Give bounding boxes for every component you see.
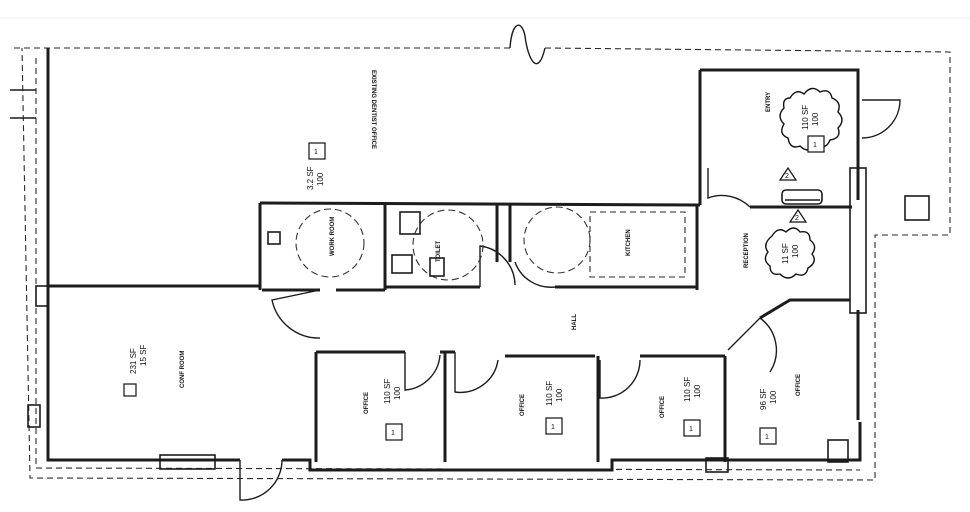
room-entry: ENTRY 110 SF 100 1 2: [766, 92, 825, 180]
room-office-3: OFFICE 110 SF 100 1: [660, 377, 702, 437]
room-hall: HALL: [572, 314, 578, 330]
fixtures: [267, 189, 930, 281]
office-4-tag: 1: [765, 434, 769, 441]
exterior-walls: [27, 48, 867, 473]
door-swings: [239, 99, 901, 501]
office-2-tag: 1: [551, 424, 555, 431]
entry-area: 110 SF: [801, 105, 810, 130]
work-room-occupancy: 100: [316, 172, 325, 186]
toilet-label: TOILET: [436, 240, 442, 262]
entry-revision: 2: [785, 173, 789, 180]
interior-walls: [48, 201, 852, 462]
conference-label: CONF ROOM: [180, 351, 186, 388]
entry-occupancy: 100: [811, 112, 820, 126]
room-office-2: OFFICE 110 SF 100 1: [520, 381, 564, 435]
office-2-label: OFFICE: [520, 394, 526, 416]
room-toilet: TOILET: [436, 240, 442, 262]
room-kitchen: KITCHEN: [626, 229, 632, 256]
room-work-room: 1 3.2 SF 100 WORK ROOM: [306, 142, 336, 256]
existing-office-label: EXISTING DENTIST OFFICE: [370, 70, 376, 149]
office-1-area: 110 SF: [383, 379, 392, 404]
reception-revision: 2: [795, 215, 799, 222]
conference-occupancy: 15 SF: [139, 345, 148, 366]
office-2-occupancy: 100: [555, 388, 564, 402]
office-2-area: 110 SF: [545, 381, 554, 406]
revision-clouds: [764, 87, 843, 279]
office-4-label: OFFICE: [796, 374, 802, 396]
room-reception: RECEPTION 11 SF 100 2: [744, 215, 800, 268]
entry-tag: 1: [813, 142, 817, 149]
office-3-occupancy: 100: [693, 384, 702, 398]
office-1-occupancy: 100: [393, 386, 402, 400]
reception-occupancy: 100: [791, 244, 800, 258]
work-room-label: WORK ROOM: [330, 217, 336, 256]
kitchen-label: KITCHEN: [626, 229, 632, 256]
room-conference: 231 SF 15 SF CONF ROOM: [123, 345, 186, 397]
room-existing-office: EXISTING DENTIST OFFICE: [370, 70, 376, 149]
office-4-area: 96 SF: [759, 389, 768, 410]
office-3-area: 110 SF: [683, 377, 692, 402]
work-room-area: 3.2 SF: [306, 166, 315, 190]
reception-label: RECEPTION: [744, 233, 750, 268]
office-4-occupancy: 100: [769, 390, 778, 404]
outer-boundary: [10, 24, 951, 481]
room-office-4: 96 SF 100 OFFICE 1: [759, 374, 802, 445]
room-office-1: OFFICE 110 SF 100 1: [364, 379, 403, 441]
reception-area: 11 SF: [781, 243, 790, 264]
office-3-label: OFFICE: [660, 396, 666, 418]
office-1-label: OFFICE: [364, 392, 370, 414]
office-1-tag: 1: [391, 430, 395, 437]
entry-label: ENTRY: [766, 92, 772, 112]
office-3-tag: 1: [689, 426, 693, 433]
hall-label: HALL: [572, 314, 578, 330]
conference-area: 231 SF: [129, 348, 138, 374]
work-room-tag: 1: [314, 149, 318, 156]
